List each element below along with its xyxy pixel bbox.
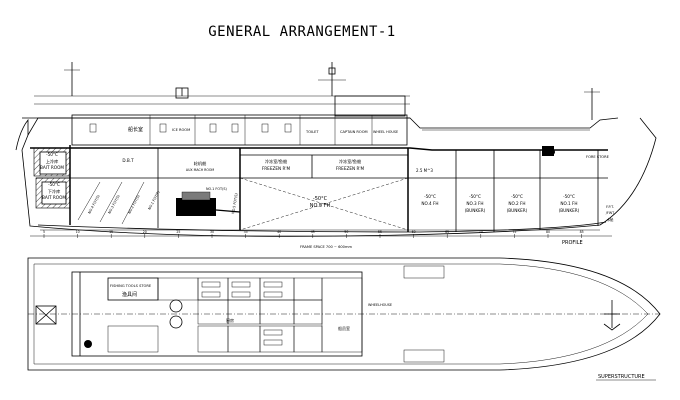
wheelhouse-label: WHEELHOUSE [368,303,392,307]
tank-label: NO.1 FOT(P) [147,190,161,211]
superstructure-view-label: SUPERSTRUCTURE [598,374,645,380]
frame-scale: 5 10 15 20 25 30 35 40 45 50 55 60 65 70 75 80 85 [43,230,584,238]
hold-label: -50°C [424,194,436,199]
frame-number: 70 [479,230,483,234]
hold-label: 冷冻室/鱼舱 [339,158,362,165]
room-label: CAPTAIN ROOM [340,130,368,134]
frame-number: 75 [512,230,516,234]
hold-label: -50°C [46,152,58,157]
frame-number: 85 [580,230,584,234]
hold-label: D.B.T [122,158,134,163]
hold-label: BAIT ROOM [40,165,64,170]
hold-label: -50°C [469,194,481,199]
hold-label: -50°C [313,196,328,202]
tank-label: NO.1 FOT(S) [206,187,228,191]
frame-number: 10 [76,230,80,234]
frame-number: 60 [412,230,416,234]
frame-number: 5 [43,230,45,234]
frame-number: 20 [143,230,147,234]
bulkheads [69,145,599,232]
room-label: TOILET [305,130,319,134]
hold-label: (BUNKER) [465,208,486,213]
hold-label: 冷冻室/鱼舱 [265,158,288,165]
frame-number: 50 [344,230,348,234]
hold-label: FREEZEN R'M [336,166,365,171]
hold-label: NO.2 FH [508,201,525,206]
frame-space-label: FRAME SPACE 700 ~ 600mm [300,245,352,249]
room-label: WHEEL HOUSE [373,130,398,134]
drawing-title: GENERAL ARRANGEMENT-1 [208,24,396,40]
store-name-cn: 渔具间 [122,291,137,298]
galley-label: 厨房 [226,317,234,323]
deck-railing [34,95,410,105]
frame-number: 55 [378,230,382,234]
frame-number: 45 [311,230,315,234]
tank-label: NO.4 FOT(S) [87,194,101,215]
hold-label: FREEZEN R'M [262,166,291,171]
tank-label: NO.3 FOT(S) [107,194,121,215]
frame-number: 65 [445,230,449,234]
hold-label: /FWT [606,211,615,215]
hull-outline [15,117,657,237]
hold-label: 下冷库 [48,188,61,195]
hold-label: AUX MACH ROOM [186,168,214,172]
hold-label: NO.5 FH [310,203,331,209]
windlass-icon [603,300,621,331]
hold-label: -50°C [511,194,523,199]
mast [64,62,600,120]
profile-view: 船长室 ICE ROOM TOILET CAPTAIN ROOM WHEEL H… [15,62,657,249]
frame-number: 25 [176,230,180,234]
tank-volume: 2.5 M^3 [416,168,433,173]
hold-label: (BUNKER) [507,208,528,213]
hold-label: 轮机舱 [194,160,207,167]
hold-label: (BUNKER) [559,208,580,213]
hold-label: 上冷库 [46,158,59,165]
room-label: ICE ROOM [172,128,190,132]
frame-number: 80 [546,230,550,234]
tank-label: NO.2 FOT(S) [127,194,141,215]
plan-view: FISHING TOOLS STORE 渔具间 [27,257,661,381]
hold-label: F.P.T. [606,205,614,209]
store-name: FISHING TOOLS STORE [110,284,152,288]
tank-label: NO.5 FOT(S) [231,192,239,214]
hold-label: BAIT ROOM [42,195,66,200]
store-label: FORE STORE [586,155,610,159]
hold-label: NO.3 FH [466,201,483,206]
frame-number: 15 [109,230,113,234]
hold-label: NO.4 FH [421,201,438,206]
frame-number: 30 [210,230,214,234]
hold-label: -50°C [48,182,60,187]
frame-number: 35 [244,230,248,234]
cabins [107,277,363,353]
deckhouse [71,95,408,146]
room-label: 船长室 [128,126,143,133]
main-engine [176,191,241,216]
profile-view-label: PROFILE [562,240,583,246]
frame-number: 40 [277,230,281,234]
deck-winch [542,146,555,156]
hold-label: NO.1 FH [560,201,577,206]
hold-label: -50°C [563,194,575,199]
crew-room-label: 船员室 [338,325,350,331]
hold-label: 水舱 [607,217,614,222]
